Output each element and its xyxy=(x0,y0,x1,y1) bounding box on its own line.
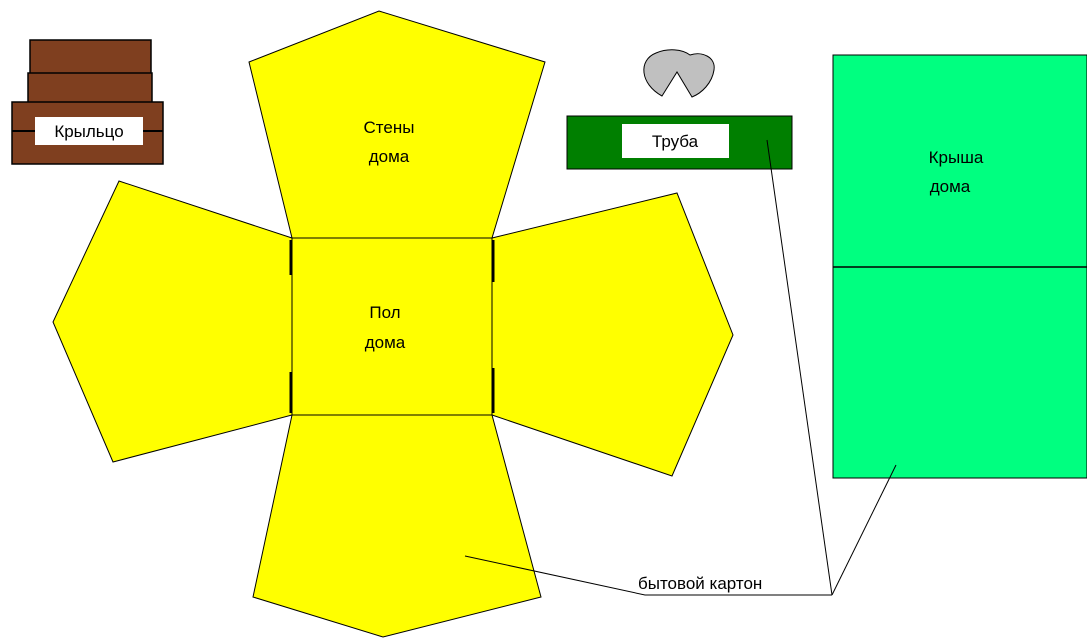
wall-panel-top xyxy=(248,10,546,239)
porch-label-box xyxy=(35,117,143,145)
porch-step-top xyxy=(29,39,152,75)
chimney-label-box xyxy=(622,124,729,158)
floor-label-line1: Пол xyxy=(369,303,400,322)
callout-line-to-house xyxy=(464,555,832,596)
wall-panel-right xyxy=(491,192,734,477)
material-callout-label: бытовой картон xyxy=(638,574,762,593)
chimney-cap-icon xyxy=(643,49,715,98)
walls-label-line2: дома xyxy=(369,147,410,166)
chimney-label: Труба xyxy=(652,132,699,151)
material-callout: бытовой картон xyxy=(464,139,897,596)
callout-line-to-roof xyxy=(831,464,897,596)
floor-label-line2: дома xyxy=(365,333,406,352)
roof: Крыша дома xyxy=(832,54,1087,479)
house-net: Стены дома Пол дома xyxy=(52,10,734,638)
wall-panel-bottom xyxy=(252,414,542,638)
roof-label-line1: Крыша xyxy=(929,148,984,167)
porch-label: Крыльцо xyxy=(54,122,123,141)
porch-steps: Крыльцо xyxy=(11,39,164,165)
callout-line-to-chimney xyxy=(766,139,833,596)
chimney: Труба xyxy=(566,49,793,170)
walls-label-line1: Стены xyxy=(364,118,415,137)
floor-panel xyxy=(291,237,493,416)
wall-panel-left xyxy=(52,180,293,463)
roof-label-line2: дома xyxy=(930,177,971,196)
porch-step-middle xyxy=(27,72,153,104)
